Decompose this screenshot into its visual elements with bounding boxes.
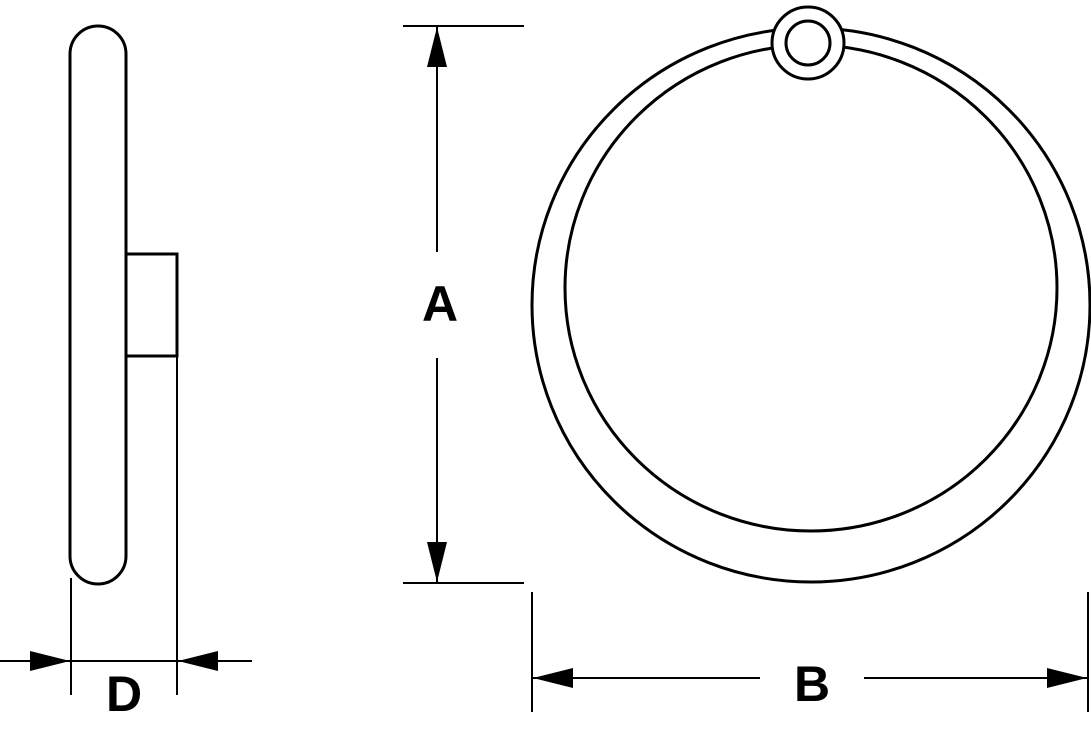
- ring-side-profile: [68, 24, 128, 586]
- ring-outer-edge: [530, 26, 1091, 584]
- dimension-b: B: [531, 592, 1089, 712]
- ring-inner-edge: [563, 43, 1059, 533]
- mount-inner-circle: [784, 19, 832, 67]
- side-view: [68, 24, 179, 586]
- front-view: [530, 5, 1091, 584]
- dimension-d: D: [0, 356, 252, 722]
- dimension-a: A: [403, 25, 524, 584]
- mounting-post-side-profile: [124, 252, 179, 358]
- dimension-label-b: B: [794, 656, 830, 712]
- dimension-label-a: A: [422, 276, 458, 332]
- dimension-label-d: D: [106, 666, 142, 722]
